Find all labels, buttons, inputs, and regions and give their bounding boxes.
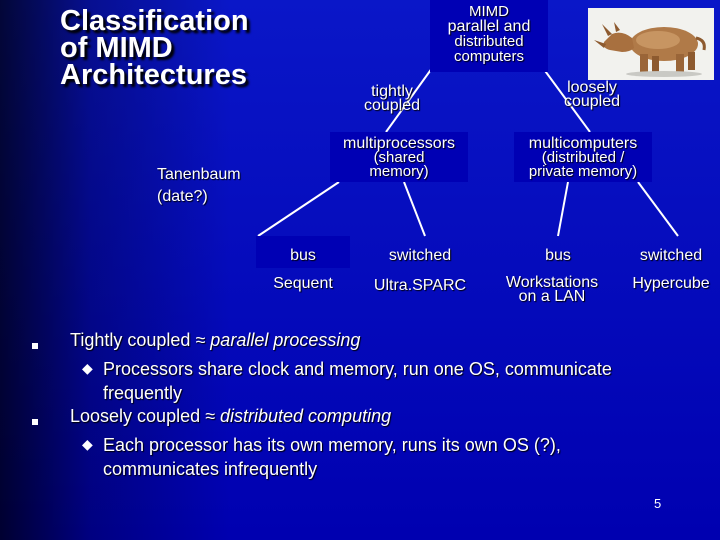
leaf-bus-box xyxy=(256,236,350,268)
multicomputers-box xyxy=(514,132,652,182)
leaf-example-hypercube: Hypercube xyxy=(632,275,710,292)
sub-bullet-diamond-icon: ◆ xyxy=(82,436,93,452)
edge-root-multiprocessors xyxy=(385,63,436,133)
leaf-type-bus-1: bus xyxy=(290,247,316,264)
root-node-box xyxy=(430,0,548,72)
bullet-loosely-coupled: Loosely coupled ≈ distributed computing xyxy=(70,406,392,426)
sub-bullet-diamond-icon: ◆ xyxy=(82,360,93,376)
slide-title: Classification of MIMD Architectures xyxy=(60,5,249,91)
tightly-coupled-label: tightly coupled xyxy=(363,83,421,114)
edge-multicomputers-switched xyxy=(637,181,679,237)
leaf-example-ultrasparc: Ultra.SPARC xyxy=(373,277,467,294)
root-node: MIMD parallel and distributed computers xyxy=(447,3,531,65)
sub-bullet-each-processor: Each processor has its own memory, runs … xyxy=(103,435,561,479)
multiprocessors-node: multiprocessors (shared memory) xyxy=(342,135,456,180)
leaf-type-switched-1: switched xyxy=(388,247,452,264)
edge-multiprocessors-switched xyxy=(403,181,426,237)
leaf-type-switched-2: switched xyxy=(639,247,703,264)
edge-root-multicomputers xyxy=(539,63,591,133)
bullet-square-icon xyxy=(32,343,38,349)
edge-multiprocessors-bus xyxy=(257,181,340,237)
edge-multicomputers-bus xyxy=(557,181,569,237)
rhinoceros-image xyxy=(588,8,714,80)
multicomputers-node: multicomputers (distributed / private me… xyxy=(528,135,638,180)
leaf-example-workstations: Workstations on a LAN xyxy=(505,274,599,305)
sub-bullet-processors-share: Processors share clock and memory, run o… xyxy=(103,359,612,403)
multiprocessors-box xyxy=(330,132,468,182)
attribution: Tanenbaum (date?) xyxy=(157,166,241,205)
leaf-type-bus-2: bus xyxy=(545,247,571,264)
bullet-tightly-coupled: Tightly coupled ≈ parallel processing xyxy=(70,330,361,350)
leaf-example-sequent: Sequent xyxy=(273,275,333,292)
loosely-coupled-label: loosely coupled xyxy=(563,79,621,110)
page-number: 5 xyxy=(654,496,662,511)
bullet-square-icon xyxy=(32,419,38,425)
